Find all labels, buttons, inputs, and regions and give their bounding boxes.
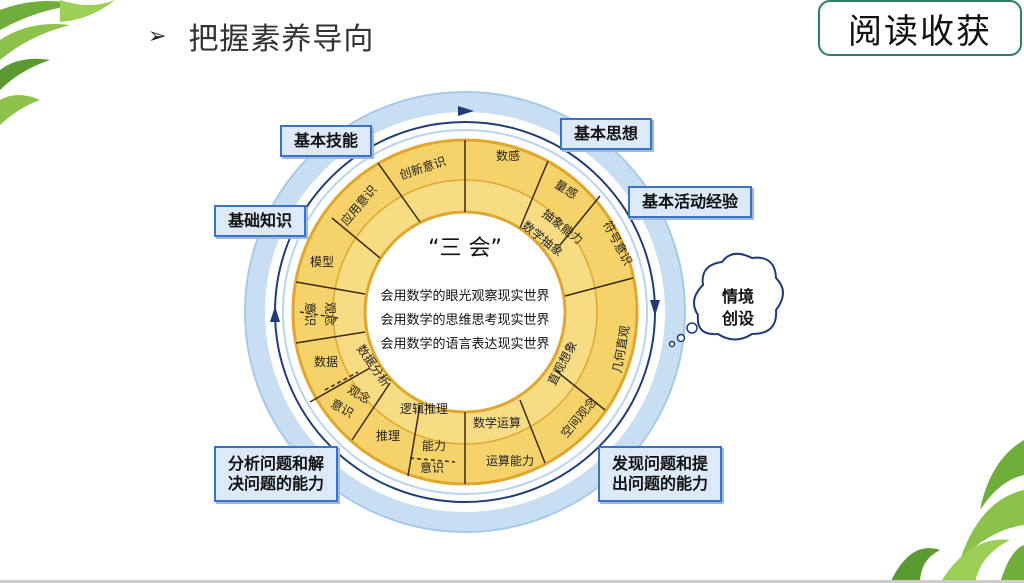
ring-label-ability: 能力 — [422, 439, 446, 453]
footer-divider — [0, 580, 1024, 583]
basic-experience-box: 基本活动经验 — [628, 186, 752, 218]
center-line-1: 会用数学的眼光观察现实世界 — [380, 288, 549, 304]
left-arrow-icon — [270, 306, 280, 322]
reading-gains-badge: 阅读收获 — [818, 0, 1022, 56]
basic-thoughts-box: 基本思想 — [560, 118, 652, 150]
situation-label: 情境 — [722, 287, 754, 306]
svg-text:创设: 创设 — [721, 309, 755, 328]
palm-leaves-bottom-right-icon — [890, 440, 1024, 583]
discover-propose-box: 发现问题和提出问题的能力 — [598, 446, 722, 502]
center-line-2: 会用数学的思维思考现实世界 — [380, 312, 549, 328]
ring-label-concept-b: 观念 — [323, 302, 338, 326]
right-arrow-icon — [650, 300, 660, 316]
palm-leaves-top-left-icon — [0, 0, 115, 125]
analyze-solve-box: 分析问题和解决问题的能力 — [214, 446, 338, 502]
badge-label: 阅读收获 — [848, 11, 992, 52]
situation-cloud — [668, 252, 784, 348]
ring-label-awareness-c: 意识 — [303, 302, 318, 326]
top-arrow-icon — [458, 106, 474, 116]
center-title: “三 会” — [428, 236, 502, 261]
inner-label-math-operation: 数学运算 — [473, 415, 521, 430]
center-line-3: 会用数学的语言表达现实世界 — [380, 336, 549, 352]
basic-knowledge-box: 基础知识 — [214, 205, 306, 237]
slide-heading: ➢ 把握素养导向 — [148, 14, 374, 58]
ring-label-model: 模型 — [310, 255, 334, 269]
page-title: 把握素养导向 — [188, 22, 375, 57]
ring-label-data: 数据 — [314, 354, 338, 369]
ring-label-reasoning: 推理 — [376, 429, 400, 443]
basic-skills-box: 基本技能 — [280, 125, 372, 157]
inner-label-logical-reasoning: 逻辑推理 — [400, 402, 448, 416]
ring-label-operation-ability: 运算能力 — [486, 453, 534, 468]
ring-label-number-sense: 数感 — [496, 148, 520, 163]
arrow-bullet-icon: ➢ — [148, 23, 167, 49]
ring-label-awareness-a: 意识 — [420, 460, 444, 475]
